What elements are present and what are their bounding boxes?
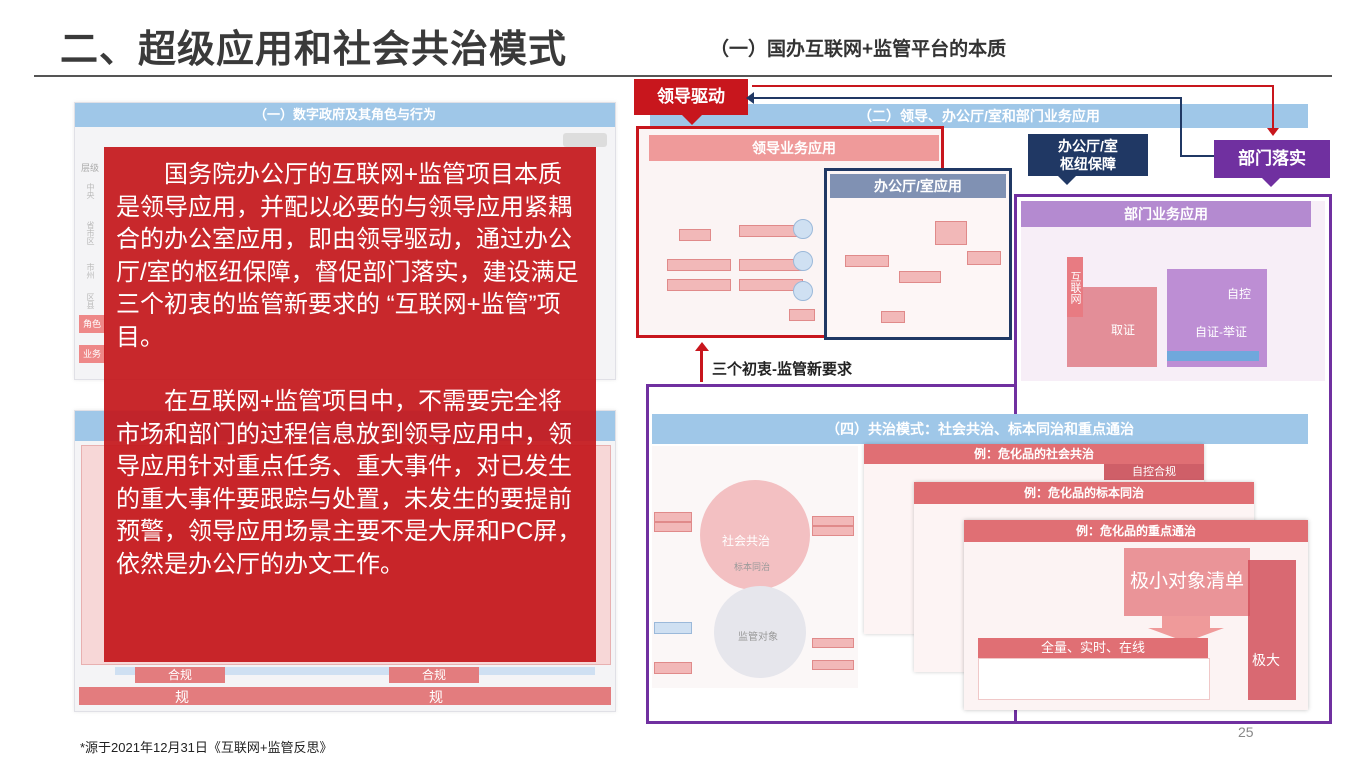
connector-red-arrowhead	[1267, 128, 1279, 136]
both-circle-label: 标本同治	[734, 562, 771, 572]
dept-blue-arrow	[1167, 351, 1259, 361]
leader-flow-7	[789, 309, 815, 321]
dept-label-selfcontrol: 自控	[1227, 287, 1252, 301]
example-both-header: 例：危化品的标本同治	[914, 482, 1254, 504]
connector-blue-right	[1180, 155, 1214, 157]
purple-frame-left	[646, 384, 649, 724]
social-circle	[700, 480, 810, 590]
origins-arrow-head	[695, 342, 709, 351]
leader-circle-3	[793, 281, 813, 301]
dept-app-panel: 部门业务应用 互联网 取证 自控 自证-举证	[1014, 194, 1332, 724]
office-flow-4	[967, 251, 1001, 265]
summary-paragraph-2: 在互联网+监管项目中，不需要完全将市场和部门的过程信息放到领导应用中，领导应用针…	[116, 388, 582, 578]
side-label-province: 省市区	[86, 221, 95, 245]
connector-red-right	[1272, 85, 1274, 130]
gov-right-tag-3	[812, 638, 854, 648]
tiny-list-arrow	[1162, 616, 1210, 628]
dept-execute-label: 部门落实	[1214, 140, 1330, 178]
dept-label-selfprove: 自证-举证	[1195, 325, 1247, 339]
example-key-header: 例：危化品的重点通治	[964, 520, 1308, 542]
purple-frame-top	[646, 384, 1016, 387]
gov-left-tag-3	[654, 622, 692, 634]
role-tag: 角色	[79, 315, 105, 333]
leader-flow-1	[679, 229, 711, 241]
summary-text-box: 国务院办公厅的互联网+监管项目本质是领导应用，并配以必要的与领导应用紧耦合的办公…	[104, 147, 596, 662]
title-divider	[34, 75, 1332, 77]
card2-label-rule-1: 规	[175, 689, 189, 705]
social-circle-label: 社会共治	[722, 534, 771, 548]
tiny-list-box: 极小对象清单	[1124, 548, 1250, 616]
office-flow-1	[845, 255, 889, 267]
max-label: 极大	[1252, 652, 1280, 668]
side-label-level: 层级	[81, 163, 100, 173]
business-tag: 业务	[79, 345, 105, 363]
page-title: 二、超级应用和社会共治模式	[60, 29, 568, 71]
dept-label-internet: 互联网	[1067, 257, 1083, 317]
gov-left-tag-2	[654, 522, 692, 532]
card2-strip	[115, 667, 595, 675]
dept-app-inner: 部门业务应用 互联网 取证 自控 自证-举证	[1021, 201, 1325, 381]
digital-gov-sidebar: 层级 中央 省市区 市州 区县	[79, 153, 103, 373]
example-card-key: 例：危化品的重点通治 极小对象清单 全量、实时、在线 极大	[964, 520, 1308, 710]
card2-label-rule-2: 规	[429, 689, 443, 705]
dept-app-header: 部门业务应用	[1021, 201, 1311, 227]
side-label-city: 市州	[86, 263, 95, 279]
digital-gov-bar: （一）数字政府及其角色与行为	[75, 103, 615, 127]
leader-flow-3	[667, 279, 731, 291]
source-footnote: *源于2021年12月31日《互联网+监管反思》	[80, 740, 333, 755]
office-flow-2	[935, 221, 967, 245]
purple-frame-bottom	[646, 721, 1332, 724]
purple-frame-top-right	[1014, 340, 1017, 387]
page-subtitle: （一）国办互联网+监管平台的本质	[710, 39, 1007, 60]
page-number: 25	[1238, 724, 1254, 740]
example-key-body	[978, 658, 1210, 700]
dept-execute-pointer	[1262, 178, 1280, 187]
side-label-county: 区县	[86, 293, 95, 309]
card2-bottom-band	[79, 687, 611, 705]
office-app-header: 办公厅/室应用	[830, 174, 1006, 198]
origins-arrow-shaft	[700, 350, 703, 382]
dept-label-evidence: 取证	[1111, 323, 1136, 337]
full-realtime-bar: 全量、实时、在线	[978, 638, 1208, 658]
office-flow-5	[881, 311, 905, 323]
dept-purple-block	[1167, 269, 1267, 367]
leader-drive-label: 领导驱动	[634, 79, 748, 115]
example-social-header: 例：危化品的社会共治	[864, 444, 1204, 464]
gov-left-tag-4	[654, 662, 692, 674]
leader-circle-2	[793, 251, 813, 271]
gov-right-tag-2	[812, 526, 854, 536]
governance-bar: （四）共治模式：社会共治、标本同治和重点通治	[652, 414, 1308, 444]
governance-left-panel: 社会共治 标本同治 监管对象	[652, 446, 858, 688]
leader-drive-pointer	[682, 115, 702, 125]
leaders-office-dept-bar: （二）领导、办公厅/室和部门业务应用	[650, 104, 1308, 128]
card2-label-compliance-2: 合规	[389, 667, 479, 683]
connector-blue-arrowhead	[746, 92, 754, 104]
connector-red-top	[752, 85, 1274, 87]
leader-flow-2	[667, 259, 731, 271]
side-label-central: 中央	[86, 183, 95, 199]
office-hub-pointer	[1058, 176, 1076, 185]
right-stack-block	[1248, 560, 1296, 700]
card2-label-compliance-1: 合规	[135, 667, 225, 683]
three-origins-label: 三个初衷-监管新要求	[712, 361, 852, 378]
office-hub-label: 办公厅/室 枢纽保障	[1028, 134, 1148, 176]
gov-right-tag-1	[812, 516, 854, 526]
connector-blue-top	[752, 97, 1182, 99]
card1-right-badge	[563, 133, 607, 147]
summary-paragraph-1: 国务院办公厅的互联网+监管项目本质是领导应用，并配以必要的与领导应用紧耦合的办公…	[116, 161, 579, 351]
office-app-panel: 办公厅/室应用	[824, 168, 1012, 340]
connector-blue-down	[1180, 97, 1182, 157]
leader-app-header: 领导业务应用	[649, 135, 939, 161]
self-gov-box: 自控合规	[1104, 464, 1204, 480]
office-flow-3	[899, 271, 941, 283]
gov-left-tag-1	[654, 512, 692, 522]
leader-circle	[793, 219, 813, 239]
regulated-label: 监管对象	[738, 632, 778, 643]
regulated-circle	[714, 586, 806, 678]
gov-right-tag-4	[812, 660, 854, 670]
